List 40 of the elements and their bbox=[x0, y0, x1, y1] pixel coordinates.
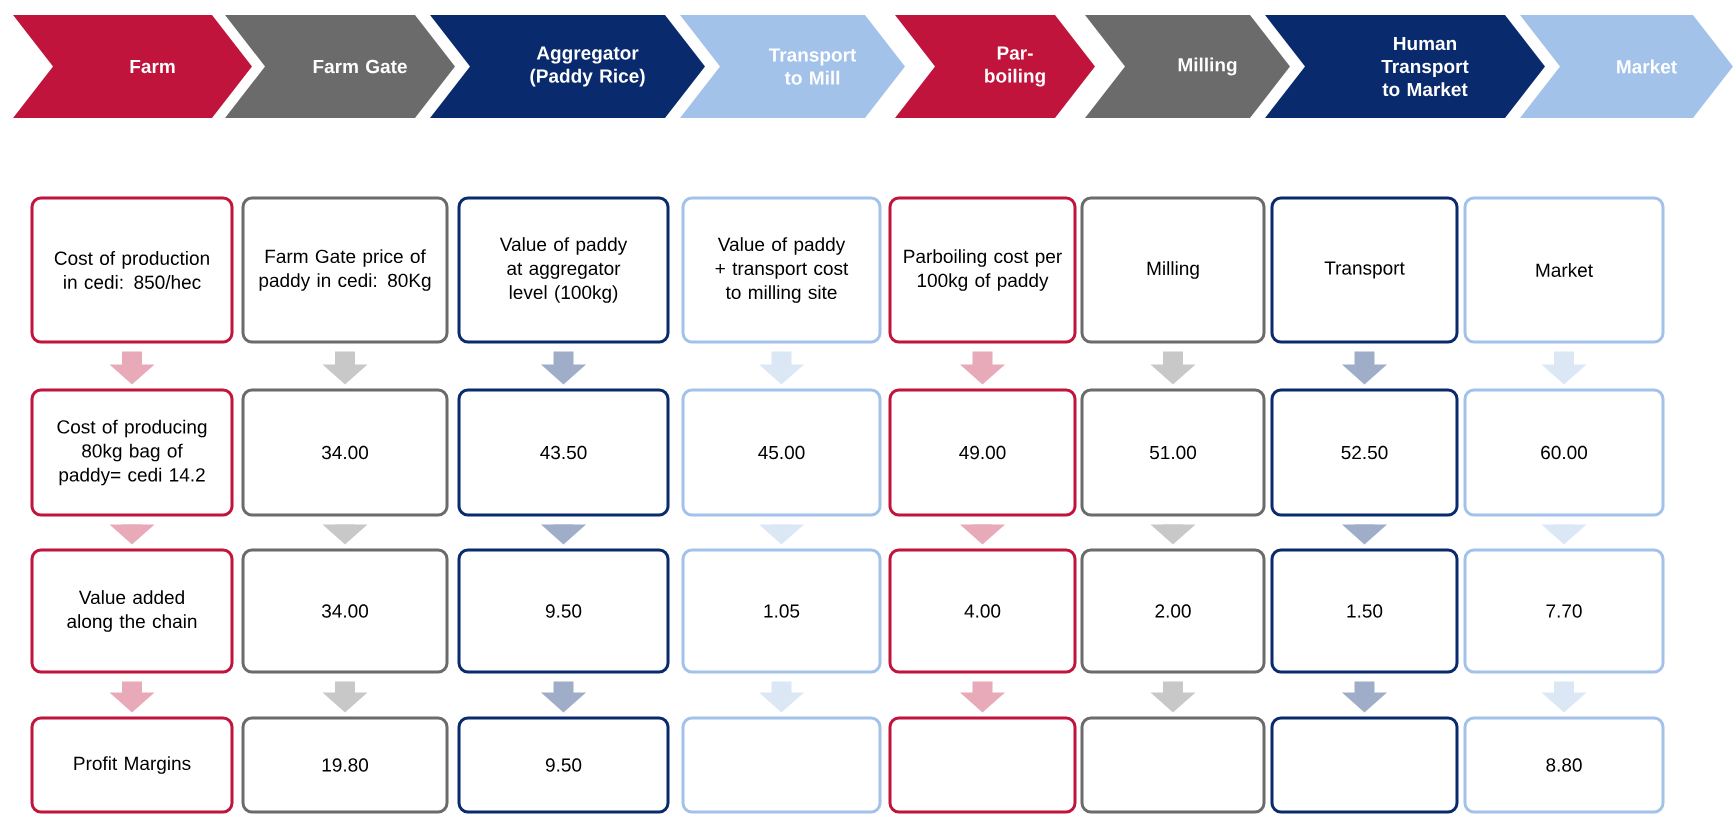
value-box: 9.50 bbox=[457, 548, 670, 674]
value-box: Value of paddy + transport cost to milling site bbox=[681, 196, 882, 344]
value-box: Value of paddy at aggregator level (100kg) bbox=[457, 196, 670, 344]
value-box: Cost of production in cedi: 850/hec bbox=[30, 196, 234, 344]
value-box: 4.00 bbox=[888, 548, 1077, 674]
value-box: 45.00 bbox=[681, 388, 882, 517]
value-box: Cost of producing 80kg bag of paddy= cedi 14.2 bbox=[30, 388, 234, 517]
value-box: 8.80 bbox=[1463, 716, 1665, 814]
empty-box bbox=[1080, 716, 1266, 814]
stage-banner: Farm Gate bbox=[225, 15, 455, 118]
value-box: Milling bbox=[1080, 196, 1266, 344]
empty-box bbox=[1270, 716, 1459, 814]
value-box: 1.05 bbox=[681, 548, 882, 674]
value-box: Parboiling cost per 100kg of paddy bbox=[888, 196, 1077, 344]
value-box: 7.70 bbox=[1463, 548, 1665, 674]
value-box: Farm Gate price of paddy in cedi: 80Kg bbox=[241, 196, 449, 344]
value-box: 19.80 bbox=[241, 716, 449, 814]
value-box: 60.00 bbox=[1463, 388, 1665, 517]
value-box: 9.50 bbox=[457, 716, 670, 814]
stage-banner: Human Transport to Market bbox=[1265, 15, 1545, 118]
value-box: Market bbox=[1463, 196, 1665, 344]
stage-banner: Farm bbox=[13, 15, 252, 118]
value-box: 51.00 bbox=[1080, 388, 1266, 517]
stage-banner: Aggregator (Paddy Rice) bbox=[430, 15, 705, 118]
value-box: 52.50 bbox=[1270, 388, 1459, 517]
empty-box bbox=[681, 716, 882, 814]
value-box: 2.00 bbox=[1080, 548, 1266, 674]
stage-banner: Milling bbox=[1085, 15, 1290, 118]
stage-banner: Market bbox=[1520, 15, 1733, 118]
value-box: Transport bbox=[1270, 196, 1459, 344]
value-box: 1.50 bbox=[1270, 548, 1459, 674]
value-box: 34.00 bbox=[241, 388, 449, 517]
value-box: Profit Margins bbox=[30, 716, 234, 814]
value-box: 49.00 bbox=[888, 388, 1077, 517]
stage-banner: Transport to Mill bbox=[680, 15, 905, 118]
value-box: 34.00 bbox=[241, 548, 449, 674]
stage-banner: Par- boiling bbox=[895, 15, 1095, 118]
empty-box bbox=[888, 716, 1077, 814]
value-box: 43.50 bbox=[457, 388, 670, 517]
value-box: Value added along the chain bbox=[30, 548, 234, 674]
